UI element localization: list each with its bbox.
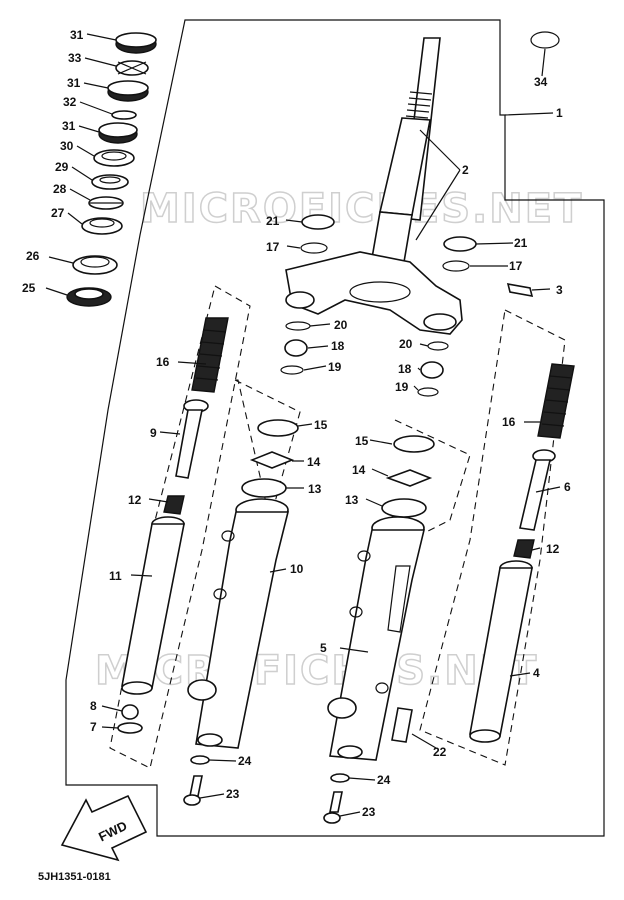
callout-5: 5 — [320, 641, 327, 655]
damper-rod-9 — [175, 399, 209, 479]
callout-18: 18 — [331, 339, 345, 353]
callout-20: 20 — [399, 337, 413, 351]
damper-rod-6 — [519, 449, 556, 531]
callout-9: 9 — [150, 426, 157, 440]
callout-31: 31 — [70, 28, 84, 42]
assembly-boundary — [65, 19, 605, 837]
callout-31: 31 — [62, 119, 76, 133]
fwd-arrow[interactable]: FWD — [60, 794, 148, 862]
spring-16-right — [537, 363, 575, 439]
steering-column-and-bracket — [285, 37, 463, 335]
bolt-3 — [506, 282, 534, 298]
callout-7: 7 — [90, 720, 97, 734]
callout-34: 34 — [534, 75, 548, 89]
callout-10: 10 — [290, 562, 304, 576]
callout-21: 21 — [514, 236, 528, 250]
spring-12-left — [163, 495, 185, 515]
center-right-dashed-outline — [394, 419, 471, 536]
spring-16-left — [191, 317, 229, 393]
o-ring-34 — [530, 31, 560, 49]
inner-tube-11 — [121, 516, 185, 695]
callout-24: 24 — [377, 773, 391, 787]
seal-15-right — [393, 435, 435, 453]
callout-27: 27 — [51, 206, 65, 220]
callout-14: 14 — [307, 455, 321, 469]
watermark-top: MICROFICHES.NET — [140, 186, 583, 232]
washer-7 — [117, 722, 143, 734]
callout-26: 26 — [26, 249, 40, 263]
clip-20-right — [427, 341, 449, 351]
fwd-arrow-icon — [60, 794, 148, 862]
washer-24-left — [190, 755, 210, 765]
callout-19: 19 — [395, 380, 409, 394]
callout-13: 13 — [308, 482, 322, 496]
callout-12: 12 — [128, 493, 142, 507]
callout-28: 28 — [53, 182, 67, 196]
callout-20: 20 — [334, 318, 348, 332]
callout-14: 14 — [352, 463, 366, 477]
inner-tube-4 — [469, 560, 533, 743]
callout-13: 13 — [345, 493, 359, 507]
bolt-23-right — [323, 791, 343, 824]
label-plate-22 — [391, 707, 413, 743]
callout-32: 32 — [63, 95, 77, 109]
callout-labels: 31 33 31 32 31 30 29 28 27 26 25 34 1 2 … — [22, 28, 571, 819]
callout-21: 21 — [266, 214, 280, 228]
callout-11: 11 — [109, 569, 122, 583]
plate-14-left — [249, 451, 295, 469]
callout-17: 17 — [266, 240, 280, 254]
callout-23: 23 — [362, 805, 376, 819]
callout-3: 3 — [556, 283, 563, 297]
callout-29: 29 — [55, 160, 69, 174]
drawing-code: 5JH1351-0181 — [38, 871, 111, 883]
callout-16: 16 — [156, 355, 170, 369]
bushing-18-left — [284, 339, 308, 357]
callout-18: 18 — [398, 362, 412, 376]
leader-lines — [45, 33, 561, 817]
callout-17: 17 — [509, 259, 523, 273]
right-fork-dashed-outline — [419, 309, 566, 766]
plate-14-right — [385, 469, 433, 487]
seal-21-left — [301, 214, 335, 230]
callout-24: 24 — [238, 754, 252, 768]
callout-15: 15 — [314, 418, 328, 432]
callout-16: 16 — [502, 415, 516, 429]
callout-15: 15 — [355, 434, 369, 448]
callout-12: 12 — [546, 542, 560, 556]
seal-21-right — [443, 236, 477, 252]
callout-31: 31 — [67, 76, 81, 90]
outer-tube-5 — [327, 516, 426, 761]
callout-8: 8 — [90, 699, 97, 713]
ring-17-right — [442, 260, 470, 272]
callout-33: 33 — [68, 51, 82, 65]
callout-25: 25 — [22, 281, 36, 295]
ring-13-left — [241, 478, 287, 498]
callout-2: 2 — [462, 163, 469, 177]
watermark-bottom: MICROFICHES.NET — [95, 648, 538, 694]
washer-19-left — [280, 365, 304, 375]
callout-4: 4 — [533, 666, 540, 680]
spring-12-right — [513, 539, 535, 559]
callout-30: 30 — [60, 139, 74, 153]
washer-19-right — [417, 387, 439, 397]
steering-bearing-stack — [66, 32, 157, 307]
bushing-8 — [121, 704, 139, 720]
seal-15-left — [257, 419, 299, 437]
bolt-23-left — [183, 775, 203, 806]
callout-23: 23 — [226, 787, 240, 801]
callout-19: 19 — [328, 360, 342, 374]
bushing-18-right — [420, 361, 444, 379]
outer-tube-10 — [187, 498, 290, 749]
callout-6: 6 — [564, 480, 571, 494]
washer-24-right — [330, 773, 350, 783]
clip-20-left — [285, 321, 311, 331]
ring-17-left — [300, 242, 328, 254]
callout-22: 22 — [433, 745, 447, 759]
callout-1: 1 — [556, 106, 563, 120]
ring-13-right — [381, 498, 427, 518]
